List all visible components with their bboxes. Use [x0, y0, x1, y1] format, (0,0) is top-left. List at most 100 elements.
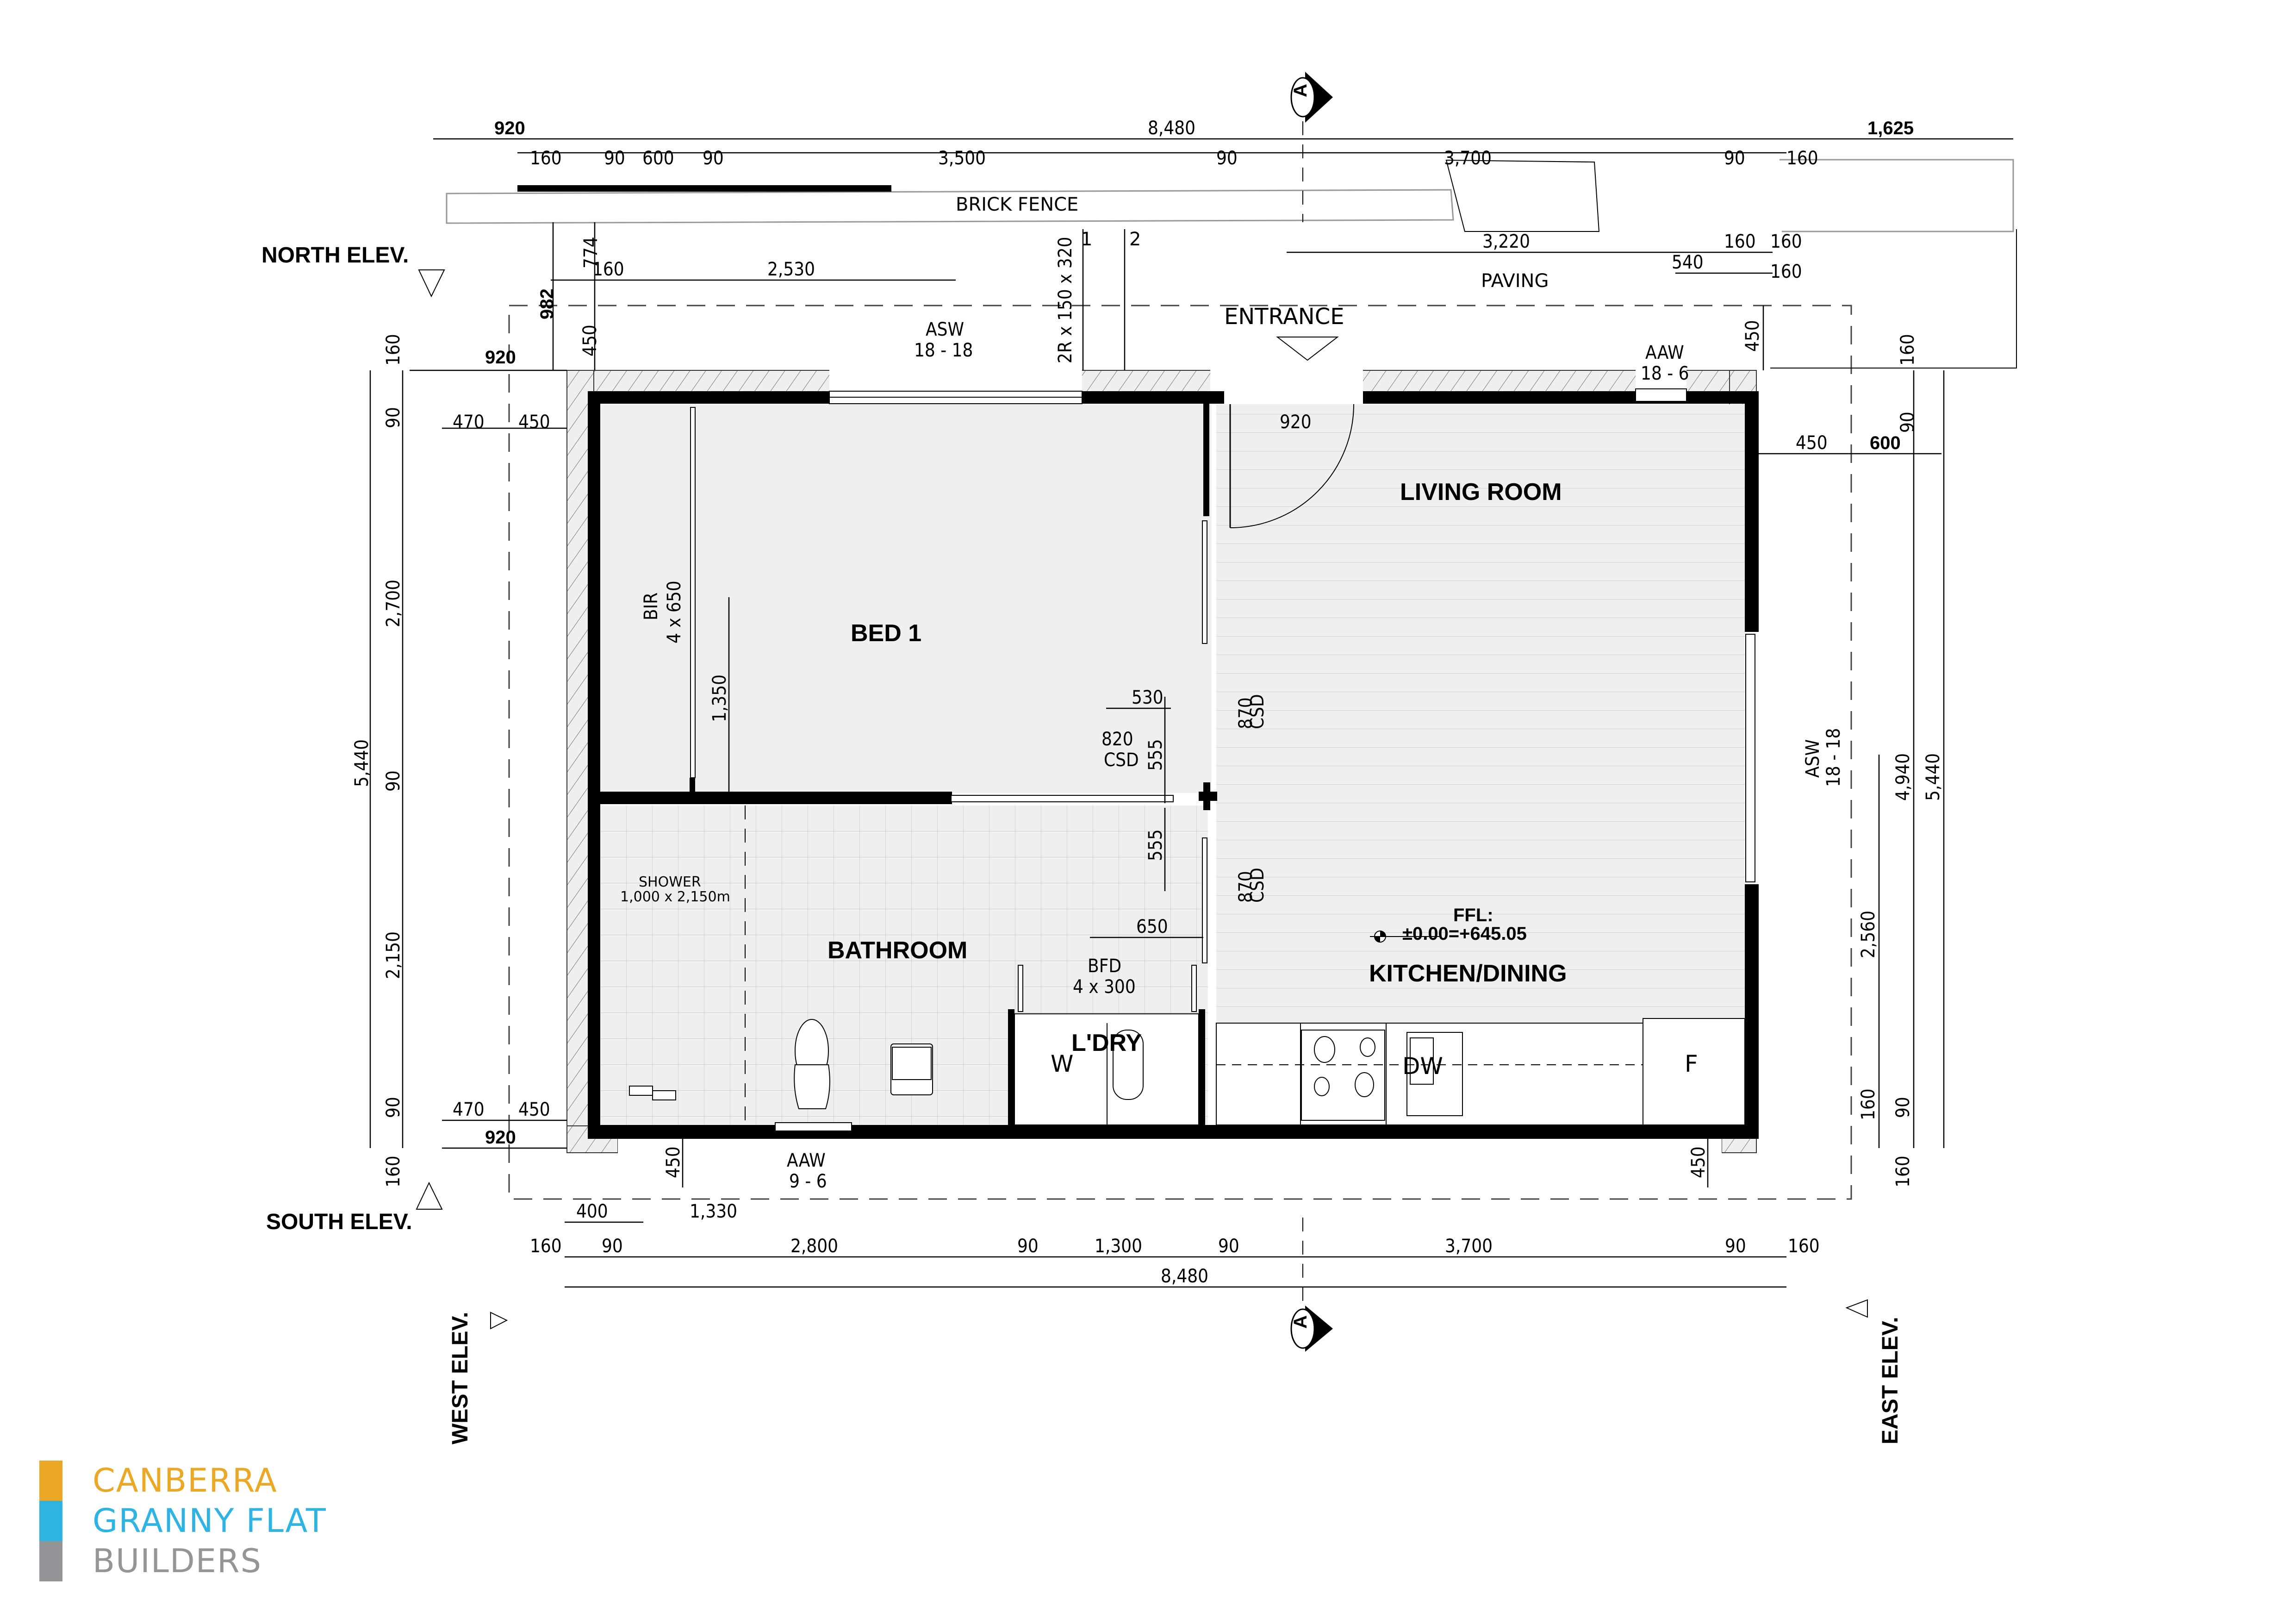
svg-text:AAW: AAW — [1645, 342, 1684, 363]
svg-text:160: 160 — [530, 1236, 562, 1257]
svg-text:EAST ELEV.: EAST ELEV. — [1878, 1317, 1903, 1444]
svg-text:160: 160 — [1724, 231, 1756, 252]
svg-text:BIR: BIR — [641, 593, 662, 620]
svg-text:160: 160 — [1788, 1236, 1820, 1257]
svg-text:BFD: BFD — [1088, 956, 1121, 977]
svg-text:A: A — [1290, 1315, 1311, 1329]
svg-text:90: 90 — [1724, 148, 1745, 169]
svg-text:1,350: 1,350 — [709, 675, 730, 722]
svg-text:SHOWER: SHOWER — [639, 874, 701, 890]
svg-text:18 - 18: 18 - 18 — [914, 340, 973, 361]
ffl-datum-icon — [1370, 931, 1439, 943]
svg-text:3,220: 3,220 — [1482, 231, 1530, 252]
svg-text:2,530: 2,530 — [767, 259, 815, 280]
entrance-door — [1229, 404, 1354, 528]
svg-text:3,700: 3,700 — [1445, 1236, 1493, 1257]
svg-text:982: 982 — [537, 288, 557, 319]
svg-text:BRICK FENCE: BRICK FENCE — [956, 194, 1078, 215]
svg-text:8,480: 8,480 — [1161, 1266, 1208, 1287]
svg-text:774: 774 — [580, 237, 602, 269]
svg-text:555: 555 — [1145, 739, 1166, 771]
svg-text:SOUTH ELEV.: SOUTH ELEV. — [266, 1210, 412, 1234]
svg-text:2,560: 2,560 — [1858, 911, 1879, 958]
svg-text:90: 90 — [1725, 1236, 1746, 1257]
svg-text:90: 90 — [604, 148, 625, 169]
svg-text:160: 160 — [1770, 261, 1802, 282]
svg-text:470: 470 — [453, 1099, 485, 1120]
svg-text:BATHROOM: BATHROOM — [828, 937, 967, 964]
dimension-lines — [369, 138, 2013, 1288]
svg-text:1,000 x 2,150m: 1,000 x 2,150m — [620, 889, 730, 905]
logo-bar-blue — [39, 1501, 62, 1541]
svg-text:2: 2 — [1129, 229, 1141, 250]
svg-text:1: 1 — [1081, 229, 1092, 250]
svg-text:90: 90 — [383, 1097, 404, 1118]
svg-text:400: 400 — [576, 1201, 608, 1222]
svg-text:160: 160 — [592, 259, 624, 280]
svg-text:CSD: CSD — [1247, 694, 1268, 729]
kitchen-bench — [1216, 1018, 1745, 1125]
svg-text:870: 870 — [1235, 871, 1257, 903]
svg-text:870: 870 — [1235, 697, 1257, 729]
openings — [690, 388, 1755, 1131]
bathroom-fixtures — [629, 806, 933, 1125]
svg-text:3,700: 3,700 — [1444, 148, 1492, 169]
svg-text:450: 450 — [1688, 1146, 1709, 1178]
svg-text:3,500: 3,500 — [938, 148, 986, 169]
svg-text:530: 530 — [1132, 687, 1164, 708]
svg-text:90: 90 — [1897, 412, 1918, 433]
svg-text:WEST ELEV.: WEST ELEV. — [448, 1312, 473, 1444]
svg-text:90: 90 — [1892, 1097, 1914, 1118]
svg-text:920: 920 — [494, 118, 525, 138]
svg-text:F: F — [1685, 1050, 1698, 1077]
svg-text:18 - 18: 18 - 18 — [1823, 728, 1844, 787]
brand-line-1: CANBERRA — [93, 1462, 278, 1499]
svg-text:90: 90 — [383, 407, 404, 428]
svg-text:LIVING ROOM: LIVING ROOM — [1400, 479, 1562, 506]
svg-text:160: 160 — [1770, 231, 1802, 252]
svg-text:1,625: 1,625 — [1867, 118, 1914, 138]
svg-text:AAW: AAW — [787, 1150, 826, 1171]
svg-text:160: 160 — [530, 148, 562, 169]
svg-text:8,480: 8,480 — [1148, 118, 1195, 139]
svg-text:5,440: 5,440 — [351, 739, 373, 787]
svg-text:CSD: CSD — [1247, 868, 1268, 903]
brick-fence — [446, 159, 2014, 232]
laundry-fixtures — [1014, 965, 1199, 1125]
svg-text:BED 1: BED 1 — [851, 620, 921, 647]
svg-text:650: 650 — [1136, 916, 1168, 937]
svg-text:DW: DW — [1402, 1053, 1443, 1080]
svg-text:4,940: 4,940 — [1892, 753, 1914, 801]
svg-text:ASW: ASW — [926, 319, 964, 340]
svg-text:FFL:: FFL: — [1453, 905, 1493, 925]
svg-text:18 - 6: 18 - 6 — [1641, 363, 1689, 384]
svg-text:160: 160 — [383, 334, 404, 366]
svg-text:1,300: 1,300 — [1095, 1236, 1142, 1257]
svg-text:2,800: 2,800 — [790, 1236, 838, 1257]
svg-text:90: 90 — [1216, 148, 1238, 169]
svg-text:540: 540 — [1672, 252, 1704, 273]
svg-text:160: 160 — [383, 1156, 404, 1187]
bed1-floor — [601, 404, 1212, 793]
svg-text:9 - 6: 9 - 6 — [789, 1171, 827, 1192]
svg-text:450: 450 — [663, 1146, 684, 1178]
svg-text:90: 90 — [383, 770, 404, 792]
svg-text:CSD: CSD — [1104, 750, 1139, 771]
elevation-markers — [416, 269, 1868, 1330]
svg-text:2,150: 2,150 — [383, 931, 404, 979]
svg-text:NORTH ELEV.: NORTH ELEV. — [261, 243, 409, 268]
svg-text:2,700: 2,700 — [383, 580, 404, 627]
svg-text:2R x 150 x 320: 2R x 150 x 320 — [1055, 237, 1076, 363]
svg-text:ENTRANCE: ENTRANCE — [1224, 304, 1344, 330]
svg-text:PAVING: PAVING — [1481, 270, 1549, 292]
svg-text:160: 160 — [1858, 1088, 1879, 1120]
logo-bar-gray — [39, 1541, 62, 1581]
svg-text:W: W — [1051, 1050, 1073, 1077]
section-marker-bottom: A — [1290, 1218, 1333, 1352]
svg-text:450: 450 — [518, 1099, 550, 1120]
svg-text:920: 920 — [1280, 412, 1312, 433]
svg-text:L'DRY: L'DRY — [1071, 1030, 1142, 1056]
svg-text:450: 450 — [1742, 320, 1763, 352]
paving-boundary — [1770, 229, 2017, 369]
